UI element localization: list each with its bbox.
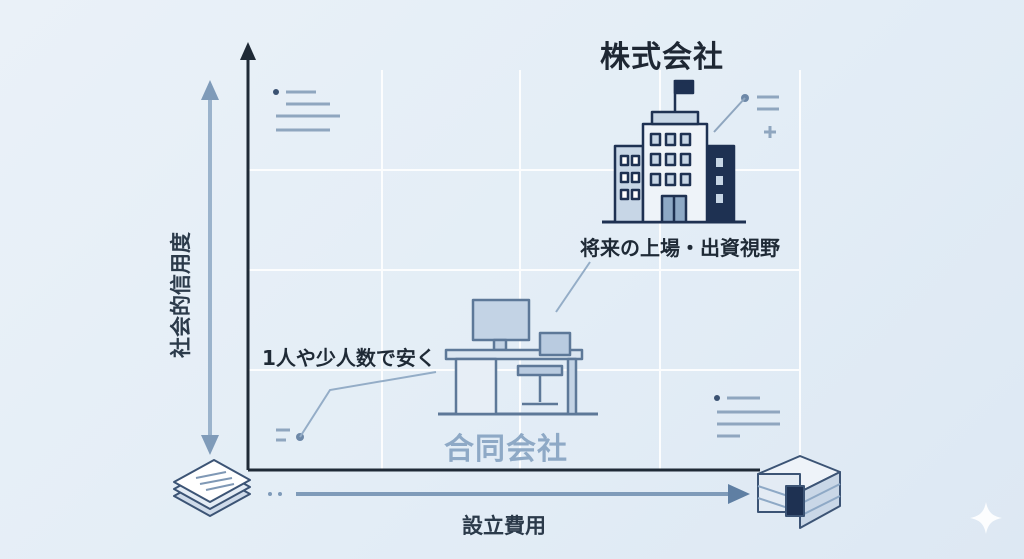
sparkle-icon bbox=[970, 502, 1002, 534]
money-stack-icon bbox=[757, 455, 841, 529]
y-axis-label: 社会的信用度 bbox=[169, 232, 193, 358]
y-arrow bbox=[201, 80, 219, 455]
connector-lower bbox=[299, 371, 437, 438]
kabushiki-note: 将来の上場・出資視野 bbox=[580, 236, 780, 260]
goudou-title: 合同会社 bbox=[444, 432, 568, 467]
documents-icon bbox=[173, 459, 251, 517]
goudou-note: 1人や少人数で安く bbox=[262, 346, 436, 370]
flag-icon bbox=[673, 79, 695, 112]
x-axis-label: 設立費用 bbox=[462, 514, 546, 538]
kabushiki-title: 株式会社 bbox=[600, 40, 724, 75]
grid bbox=[248, 70, 801, 470]
decor-list-bottom-right bbox=[714, 395, 780, 438]
office-desk-icon bbox=[438, 298, 598, 416]
decor-list-top-left bbox=[273, 89, 340, 132]
connector-upper bbox=[555, 261, 591, 313]
decor-list-top-right bbox=[713, 94, 779, 138]
x-arrow bbox=[268, 484, 750, 504]
main-axes bbox=[240, 42, 760, 472]
building-icon bbox=[602, 79, 746, 224]
